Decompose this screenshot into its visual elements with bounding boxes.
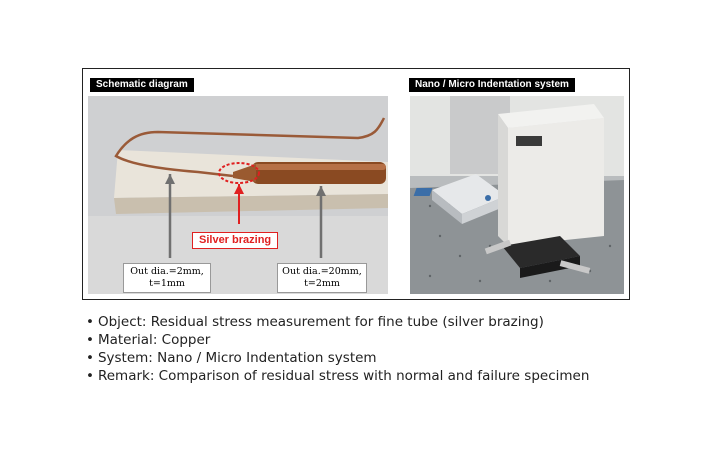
callout-large-tube-line1: Out dia.=20mm,	[282, 266, 362, 277]
callout-large-tube-line2: t=2mm	[304, 278, 340, 289]
bullet-object: Object: Residual stress measurement for …	[86, 313, 589, 331]
callout-small-tube-line1: Out dia.=2mm,	[130, 266, 204, 277]
system-label: Nano / Micro Indentation system	[409, 78, 575, 92]
specimen-photo	[88, 96, 388, 294]
bullet-system: System: Nano / Micro Indentation system	[86, 349, 589, 367]
indentation-system-photo	[410, 96, 624, 294]
silver-brazing-label: Silver brazing	[192, 232, 279, 249]
callout-large-tube: Out dia.=20mm, t=2mm	[277, 263, 367, 293]
callout-small-tube: Out dia.=2mm, t=1mm	[123, 263, 211, 293]
schematic-diagram-label: Schematic diagram	[90, 78, 194, 92]
bullet-remark: Remark: Comparison of residual stress wi…	[86, 367, 589, 385]
description-list: Object: Residual stress measurement for …	[86, 313, 589, 385]
bullet-material: Material: Copper	[86, 331, 589, 349]
callout-small-tube-line2: t=1mm	[149, 278, 185, 289]
